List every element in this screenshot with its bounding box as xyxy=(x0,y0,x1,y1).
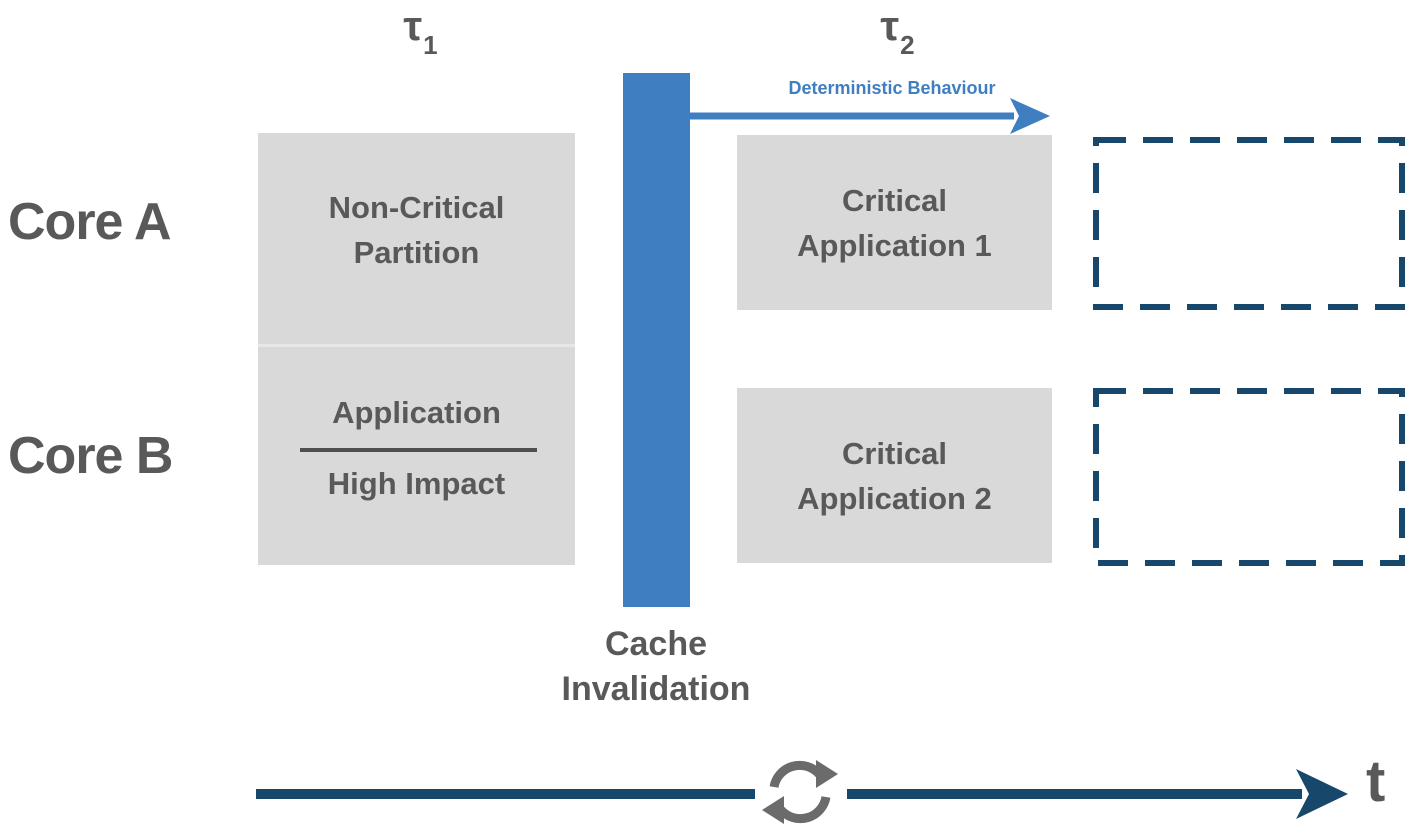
partition-row-divider xyxy=(258,344,575,347)
tau1-symbol: τ xyxy=(403,2,423,49)
deterministic-behaviour-arrowhead-icon xyxy=(1010,98,1050,134)
core-a-label: Core A xyxy=(8,193,172,251)
high-impact-label: High Impact xyxy=(327,466,506,501)
application-label: Application xyxy=(332,395,501,430)
timeline-arrowhead-icon xyxy=(1296,769,1348,819)
critical-application-2-box: Critical Application 2 xyxy=(737,388,1052,563)
critical-application-1-box: Critical Application 1 xyxy=(737,135,1052,310)
tau1-label: τ1 xyxy=(370,2,470,60)
placeholder-dashed-box-2 xyxy=(1093,388,1405,566)
sync-refresh-icon xyxy=(762,760,838,824)
critical-application-1-text: Critical Application 1 xyxy=(797,182,992,263)
critical-application-2-text: Critical Application 2 xyxy=(797,435,992,516)
cache-invalidation-label: Cache Invalidation xyxy=(561,625,751,708)
tau2-label: τ2 xyxy=(847,2,947,60)
non-critical-partition-box: Non-Critical Partition Application High … xyxy=(258,133,575,565)
core-b-label: Core B xyxy=(8,427,173,485)
tau2-subscript: 2 xyxy=(900,30,915,60)
tau2-symbol: τ xyxy=(880,2,900,49)
deterministic-behaviour-label: Deterministic Behaviour xyxy=(788,78,996,98)
application-impact-divider xyxy=(300,448,537,452)
cache-invalidation-bar xyxy=(623,73,690,607)
tau1-subscript: 1 xyxy=(423,30,438,60)
non-critical-partition-text: Non-Critical Partition xyxy=(328,190,505,270)
time-axis-label: t xyxy=(1366,749,1386,814)
placeholder-dashed-box-1 xyxy=(1093,137,1405,310)
